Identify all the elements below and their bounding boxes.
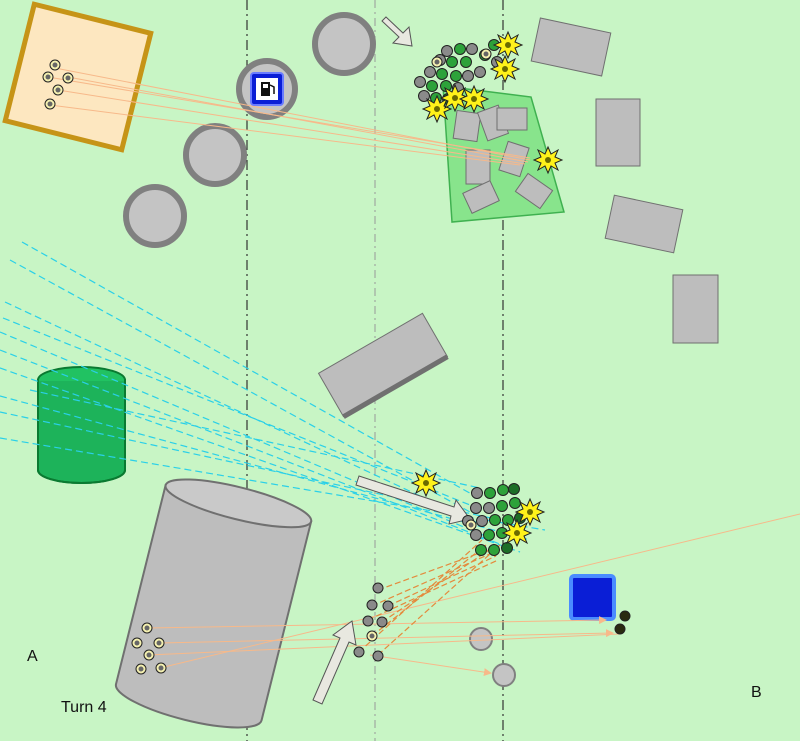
supply-crate[interactable] [2, 1, 154, 153]
unit-token[interactable] [489, 514, 501, 526]
unit-token[interactable] [471, 487, 483, 499]
unit-token[interactable] [353, 646, 365, 658]
explosion-icon [490, 55, 520, 83]
explosion-icon [493, 31, 523, 59]
unit-token[interactable] [426, 80, 438, 92]
unit-token[interactable] [436, 68, 448, 80]
unit-layer [42, 31, 631, 675]
long-building[interactable] [317, 312, 449, 419]
unit-token[interactable] [476, 515, 488, 527]
building-ne-2[interactable] [595, 98, 641, 167]
building-ne-3[interactable] [604, 194, 684, 254]
unit-token[interactable] [462, 70, 474, 82]
unit-token[interactable] [488, 544, 500, 556]
tower-2[interactable] [183, 123, 247, 187]
move-arrow-icon[interactable] [381, 16, 413, 47]
unit-token[interactable] [475, 544, 487, 556]
infantry-token[interactable] [44, 98, 56, 110]
unit-token[interactable] [362, 615, 374, 627]
zone-label-a: A [27, 648, 38, 665]
infantry-token[interactable] [62, 72, 74, 84]
fuel-station[interactable] [236, 58, 298, 120]
explosion-icon [411, 469, 441, 497]
infantry-token[interactable] [42, 71, 54, 83]
infantry-token[interactable] [141, 622, 153, 634]
waypoint-marker-2[interactable] [492, 663, 516, 687]
tracer-lines-north [47, 67, 531, 166]
unit-token[interactable] [424, 66, 436, 78]
tracer-lines-south [147, 513, 800, 677]
infantry-token[interactable] [465, 519, 477, 531]
unit-token[interactable] [509, 497, 521, 509]
building-ne-4[interactable] [672, 274, 719, 344]
move-arrow-icon[interactable] [312, 620, 357, 705]
unit-token[interactable] [450, 70, 462, 82]
unit-token[interactable] [474, 66, 486, 78]
fuel-tank[interactable] [37, 366, 126, 484]
infantry-token[interactable] [155, 662, 167, 674]
unit-token[interactable] [446, 56, 458, 68]
infantry-token[interactable] [480, 48, 492, 60]
infantry-token[interactable] [366, 630, 378, 642]
unit-token[interactable] [366, 599, 378, 611]
tower-3[interactable] [123, 184, 187, 248]
unit-token[interactable] [484, 487, 496, 499]
fire-lines [0, 241, 546, 553]
unit-token[interactable] [376, 616, 388, 628]
move-arrow-icon[interactable] [355, 475, 471, 525]
unit-token[interactable] [441, 45, 453, 57]
unit-token[interactable] [496, 500, 508, 512]
turn-counter: Turn 4 [61, 699, 107, 716]
unit-token[interactable] [483, 502, 495, 514]
unit-token[interactable] [470, 529, 482, 541]
infantry-token[interactable] [131, 637, 143, 649]
waypoint-marker-1[interactable] [469, 627, 493, 651]
infantry-token[interactable] [153, 637, 165, 649]
explosion-icon [533, 146, 563, 174]
unit-token[interactable] [470, 502, 482, 514]
unit-token[interactable] [497, 484, 509, 496]
explosion-icon [515, 498, 545, 526]
unit-token[interactable] [460, 56, 472, 68]
infantry-token[interactable] [49, 59, 61, 71]
infantry-token[interactable] [143, 649, 155, 661]
zone-label-b: B [751, 684, 762, 701]
unit-token[interactable] [414, 76, 426, 88]
building-ne-1[interactable] [530, 17, 612, 77]
unit-token[interactable] [372, 582, 384, 594]
unit-token[interactable] [619, 610, 631, 622]
unit-token[interactable] [466, 43, 478, 55]
objective-marker[interactable] [569, 574, 616, 621]
fuel-pump-icon [261, 82, 275, 96]
tower-1[interactable] [312, 12, 376, 76]
unit-token[interactable] [508, 483, 520, 495]
unit-token[interactable] [382, 600, 394, 612]
unit-token[interactable] [454, 43, 466, 55]
explosion-icon [502, 519, 532, 547]
infantry-token[interactable] [135, 663, 147, 675]
explosion-icon [459, 85, 489, 113]
unit-token[interactable] [614, 623, 626, 635]
unit-token[interactable] [483, 529, 495, 541]
infantry-token[interactable] [52, 84, 64, 96]
unit-token[interactable] [372, 650, 384, 662]
unit-token[interactable] [501, 542, 513, 554]
infantry-token[interactable] [431, 56, 443, 68]
